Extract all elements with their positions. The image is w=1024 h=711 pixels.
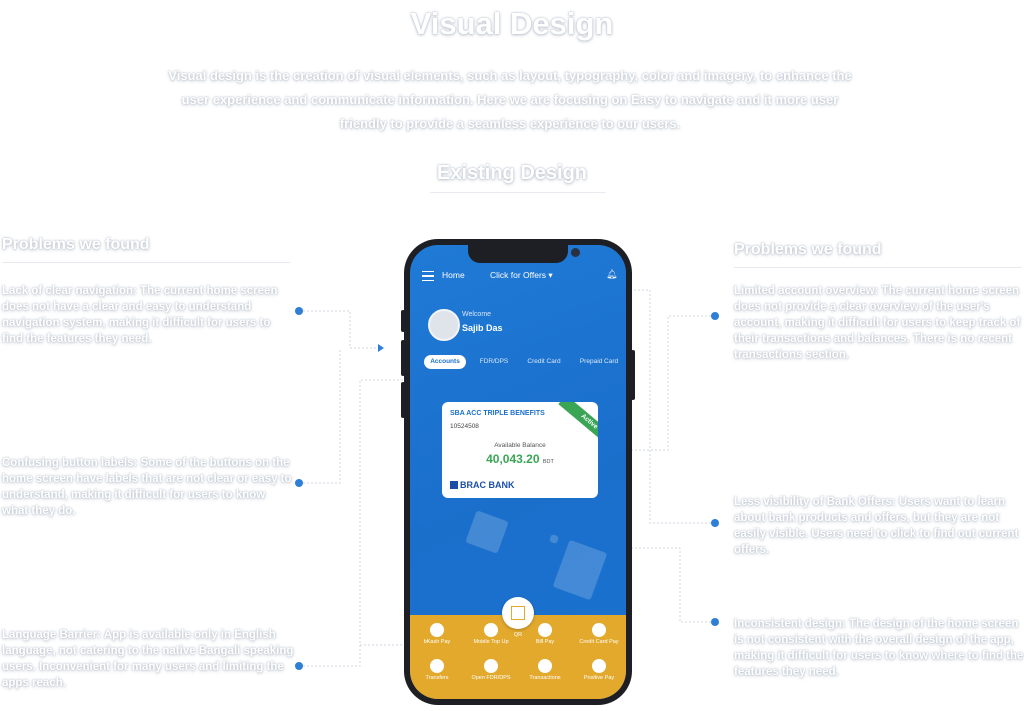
- problem-account-overview: Limited account overview: The current ho…: [734, 283, 1024, 363]
- balance-label: Available Balance: [494, 442, 546, 449]
- phone-side-button: [401, 382, 405, 418]
- qr-label: QR: [513, 632, 523, 638]
- connector-dot: [711, 312, 719, 320]
- connector-dot: [295, 662, 303, 670]
- qr-button[interactable]: [502, 597, 534, 629]
- problem-text: The design of the home screen is not con…: [734, 618, 1024, 678]
- left-heading: Problems we found: [2, 236, 150, 253]
- decorative-shape: [465, 510, 509, 554]
- problem-text: The current home screen does not have a …: [2, 285, 278, 345]
- decorative-shape: [548, 533, 560, 545]
- bill-icon: [538, 623, 552, 637]
- problem-text: App is available only in English languag…: [2, 629, 294, 689]
- problem-inconsistent-design: Inconsistent design: The design of the h…: [734, 616, 1024, 680]
- phone-screen: Home Click for Offers ▾ 🔔︎ Welcome Sajib…: [410, 245, 626, 699]
- phone-notch: [468, 245, 580, 263]
- history-icon: [538, 659, 552, 673]
- account-tabs: Accounts FDR/DPS Credit Card Prepaid Car…: [424, 355, 626, 371]
- bell-icon[interactable]: 🔔︎: [606, 269, 618, 279]
- problem-title: Confusing button labels:: [2, 457, 138, 469]
- balance-value: 40,043.20 BDT: [442, 452, 598, 466]
- problem-bank-offers: Less visibility of Bank Offers: Users wa…: [734, 494, 1024, 558]
- problem-language: Language Barrier: App is available only …: [2, 627, 294, 691]
- problem-navigation: Lack of clear navigation: The current ho…: [2, 283, 294, 347]
- problem-title: Lack of clear navigation:: [2, 285, 137, 297]
- phone-side-button: [401, 340, 405, 376]
- right-heading-divider: [734, 267, 1022, 268]
- page-title: Visual Design: [410, 6, 614, 41]
- account-name: SBA ACC TRIPLE BENEFITS: [450, 410, 545, 417]
- tab-credit-card[interactable]: Credit Card: [527, 358, 561, 365]
- tab-fdr-dps[interactable]: FDR/DPS: [479, 358, 509, 365]
- quick-actions-bar: bKash Pay Mobile Top Up Bill Pay Credit …: [410, 615, 626, 699]
- positive-pay-icon: [592, 659, 606, 673]
- section-subtitle: Existing Design: [436, 162, 588, 184]
- connector-dot: [295, 307, 303, 315]
- bkash-icon: [430, 623, 444, 637]
- problem-title: Limited account overview:: [734, 285, 879, 297]
- action-bkash-pay[interactable]: bKash Pay: [410, 623, 464, 645]
- intro-paragraph: Visual design is the creation of visual …: [168, 68, 852, 131]
- phone-side-button: [401, 310, 405, 332]
- tab-prepaid-card[interactable]: Prepaid Card: [579, 358, 619, 365]
- app-topbar: Home Click for Offers ▾ 🔔︎: [410, 267, 626, 287]
- connector-dot: [711, 618, 719, 626]
- offers-dropdown[interactable]: Click for Offers ▾: [490, 270, 553, 280]
- phone-mockup: Home Click for Offers ▾ 🔔︎ Welcome Sajib…: [404, 239, 632, 705]
- camera-icon: [571, 248, 580, 257]
- brac-bank-logo-icon: [450, 481, 458, 489]
- problem-text: The current home screen does not provide…: [734, 285, 1021, 361]
- account-number: 10524508: [450, 423, 479, 430]
- problem-text: Users want to learn about bank products …: [734, 496, 1019, 556]
- avatar[interactable]: [428, 309, 460, 341]
- action-transactions[interactable]: Transactions: [518, 659, 572, 681]
- connector-dot: [711, 519, 719, 527]
- balance-currency: BDT: [542, 459, 554, 465]
- menu-icon[interactable]: [422, 271, 434, 281]
- problem-title: Inconsistent design:: [734, 618, 846, 630]
- action-credit-card-pay[interactable]: Credit Card Pay: [572, 623, 626, 645]
- problem-button-labels: Confusing button labels: Some of the but…: [2, 455, 294, 519]
- problem-title: Language Barrier:: [2, 629, 102, 641]
- connector-dot: [295, 479, 303, 487]
- problem-title: Less visibility of Bank Offers:: [734, 496, 896, 508]
- brand-name: BRAC BANK: [460, 480, 515, 490]
- welcome-label: Welcome: [462, 311, 492, 318]
- action-open-fdr-dps[interactable]: Open FDR/DPS: [464, 659, 518, 681]
- action-mobile-top-up[interactable]: Mobile Top Up: [464, 623, 518, 645]
- tab-accounts[interactable]: Accounts: [424, 355, 466, 369]
- mobile-icon: [484, 623, 498, 637]
- decorative-shape: [552, 539, 608, 601]
- savings-icon: [484, 659, 498, 673]
- credit-card-icon: [592, 623, 606, 637]
- phone-side-button: [631, 350, 635, 400]
- home-label: Home: [442, 270, 465, 280]
- left-heading-divider: [2, 262, 290, 263]
- username: Sajib Das: [462, 323, 503, 333]
- qr-icon: [511, 606, 525, 620]
- right-heading: Problems we found: [734, 241, 882, 258]
- problem-text: Some of the buttons on the home screen h…: [2, 457, 292, 517]
- account-card[interactable]: SBA ACC TRIPLE BENEFITS 10524508 Active …: [442, 402, 598, 498]
- subtitle-divider: [430, 192, 606, 193]
- balance-amount: 40,043.20: [486, 452, 540, 466]
- action-transfers[interactable]: Transfers: [410, 659, 464, 681]
- action-bill-pay[interactable]: Bill Pay: [518, 623, 572, 645]
- transfer-icon: [430, 659, 444, 673]
- action-positive-pay[interactable]: Positive Pay: [572, 659, 626, 681]
